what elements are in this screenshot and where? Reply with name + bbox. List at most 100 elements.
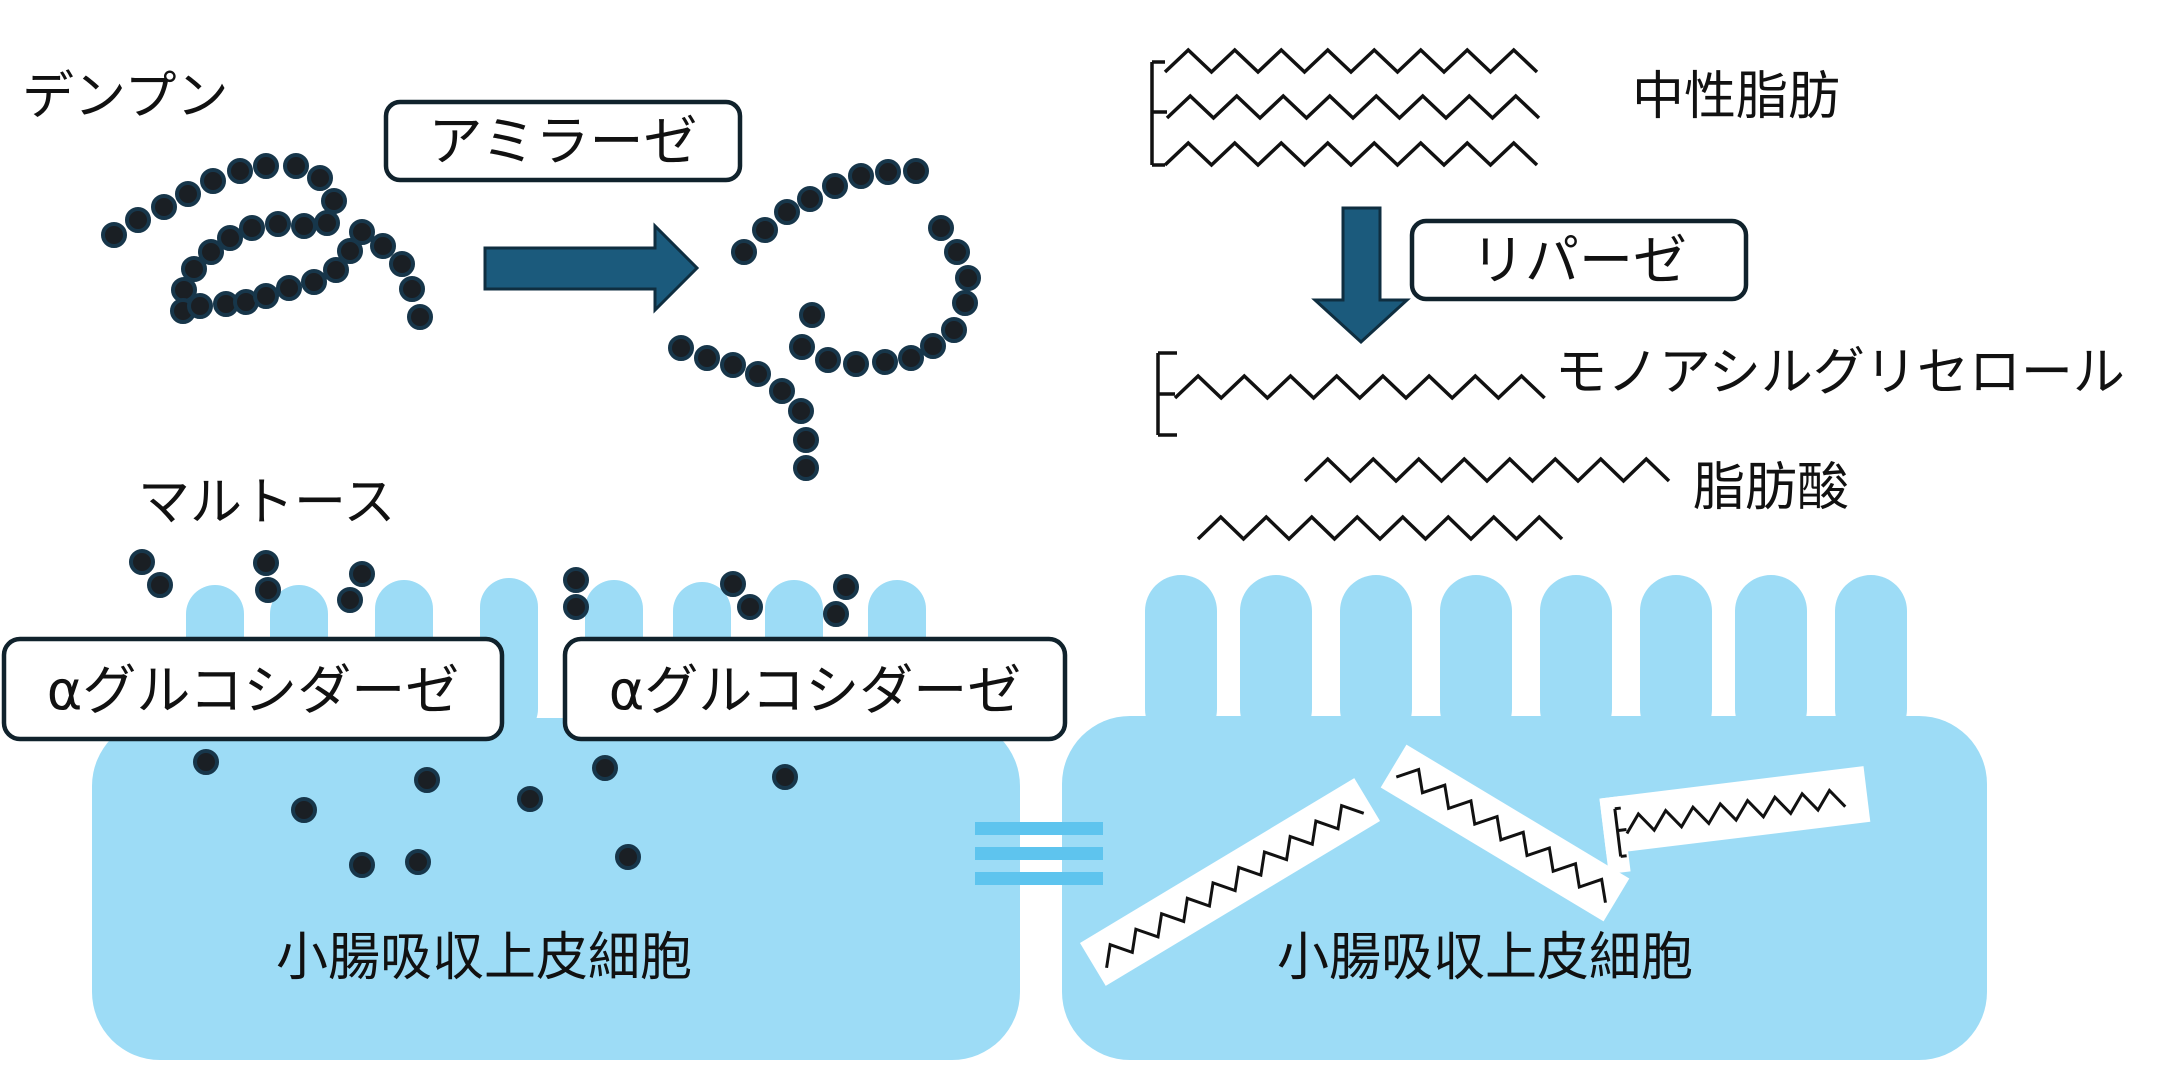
starch-bead <box>389 251 415 277</box>
oligosaccharide-bead <box>774 199 800 225</box>
oligosaccharide-bead <box>720 352 746 378</box>
starch-bead <box>239 215 265 241</box>
maltose-bead <box>129 549 155 575</box>
right-microvilli <box>1145 575 1907 745</box>
glucose-bead <box>592 755 618 781</box>
maltose-label: マルトース <box>138 473 395 533</box>
glucose-bead <box>291 797 317 823</box>
absorbed-monoacylglycerol <box>1599 766 1871 875</box>
starch-bead <box>151 194 177 220</box>
amylase-label: アミラーゼ <box>429 110 698 173</box>
oligosaccharide-bead <box>769 378 795 404</box>
oligosaccharide-bead <box>944 239 970 265</box>
oligosaccharide-bead <box>799 302 825 328</box>
oligosaccharide-bead <box>920 333 946 359</box>
oligosaccharide-bead <box>955 265 981 291</box>
starch-bead <box>125 207 151 233</box>
starch-bead <box>407 304 433 330</box>
alpha-glucosidase-box-1: αグルコシダーゼ <box>1 636 505 742</box>
absorbed-fatty-acid-1 <box>1079 778 1381 986</box>
oligosaccharide-bead <box>793 455 819 481</box>
starch-bead <box>337 238 363 264</box>
starch-bead <box>349 219 375 245</box>
oligosaccharide-bead <box>928 215 954 241</box>
left-cell-body <box>92 718 1020 1060</box>
right-arrow-icon <box>483 222 700 314</box>
starch-bead <box>101 222 127 248</box>
maltose-bead <box>337 587 363 613</box>
maltose-bead <box>253 550 279 576</box>
starch-bead <box>217 225 243 251</box>
starch-label: デンプン <box>22 67 228 127</box>
oligosaccharide-bead <box>668 335 694 361</box>
glucose-bead <box>772 764 798 790</box>
glucose-bead <box>193 749 219 775</box>
lipase-label: リパーゼ <box>1471 229 1687 292</box>
glucose-bead <box>517 786 543 812</box>
left-cell-label: 小腸吸収上皮細胞 <box>276 928 692 988</box>
starch-bead <box>175 181 201 207</box>
starch-bead <box>370 233 396 259</box>
maltose-bead <box>833 574 859 600</box>
oligosaccharide-bead <box>694 345 720 371</box>
starch-chain <box>101 153 433 330</box>
oligosaccharide-bead <box>797 186 823 212</box>
maltose-bead <box>147 572 173 598</box>
alpha-glucosidase-box-2: αグルコシダーゼ <box>562 636 1068 742</box>
starch-bead <box>253 153 279 179</box>
down-arrow-icon <box>1311 206 1411 345</box>
glucose-bead <box>414 767 440 793</box>
oligosaccharide-bead <box>822 173 848 199</box>
maltose-bead <box>349 561 375 587</box>
starch-bead <box>276 275 302 301</box>
oligosaccharide-bead <box>745 361 771 387</box>
maltose-bead <box>720 571 746 597</box>
maltose-bead <box>563 594 589 620</box>
starch-bead <box>301 269 327 295</box>
starch-bead <box>253 283 279 309</box>
oligosaccharide-bead <box>898 345 924 371</box>
absorbed-fatty-acid-2 <box>1380 744 1630 922</box>
lipase-box: リパーゼ <box>1409 218 1749 302</box>
oligosaccharide-bead <box>752 217 778 243</box>
starch-bead <box>265 211 291 237</box>
glucose-molecules <box>193 749 798 878</box>
oligosaccharide-bead <box>788 398 814 424</box>
glucose-bead <box>349 852 375 878</box>
oligosaccharide-bead <box>848 163 874 189</box>
monoacylglycerol-label: モノアシルグリセロール <box>1555 343 2125 403</box>
starch-bead <box>291 213 317 239</box>
fatty-acid-label: 脂肪酸 <box>1693 458 1849 518</box>
amylase-product-chains <box>668 158 981 481</box>
right-cell-label: 小腸吸収上皮細胞 <box>1277 928 1693 988</box>
oligosaccharide-bead <box>789 334 815 360</box>
oligosaccharide-bead <box>731 239 757 265</box>
starch-bead <box>181 256 207 282</box>
oligosaccharide-bead <box>941 317 967 343</box>
triglyceride-label: 中性脂肪 <box>1632 67 1840 127</box>
maltose-bead <box>737 594 763 620</box>
starch-bead <box>323 257 349 283</box>
maltose-molecules <box>129 549 859 627</box>
oligosaccharide-bead <box>903 158 929 184</box>
glucose-bead <box>615 844 641 870</box>
starch-bead <box>399 276 425 302</box>
maltose-bead <box>823 601 849 627</box>
equals-sign-icon <box>975 822 1103 885</box>
starch-bead <box>198 239 224 265</box>
triglyceride-molecule <box>1150 47 1541 168</box>
glucose-bead <box>405 849 431 875</box>
amylase-box: アミラーゼ <box>383 99 743 183</box>
starch-bead <box>307 165 333 191</box>
starch-bead <box>227 158 253 184</box>
starch-bead <box>200 168 226 194</box>
maltose-bead <box>255 577 281 603</box>
alpha-glucosidase-label-2: αグルコシダーゼ <box>609 659 1022 722</box>
starch-bead <box>283 153 309 179</box>
maltose-bead <box>563 567 589 593</box>
fatty-acid-molecules <box>1196 456 1671 542</box>
oligosaccharide-bead <box>815 347 841 373</box>
oligosaccharide-bead <box>952 290 978 316</box>
starch-bead <box>314 210 340 236</box>
